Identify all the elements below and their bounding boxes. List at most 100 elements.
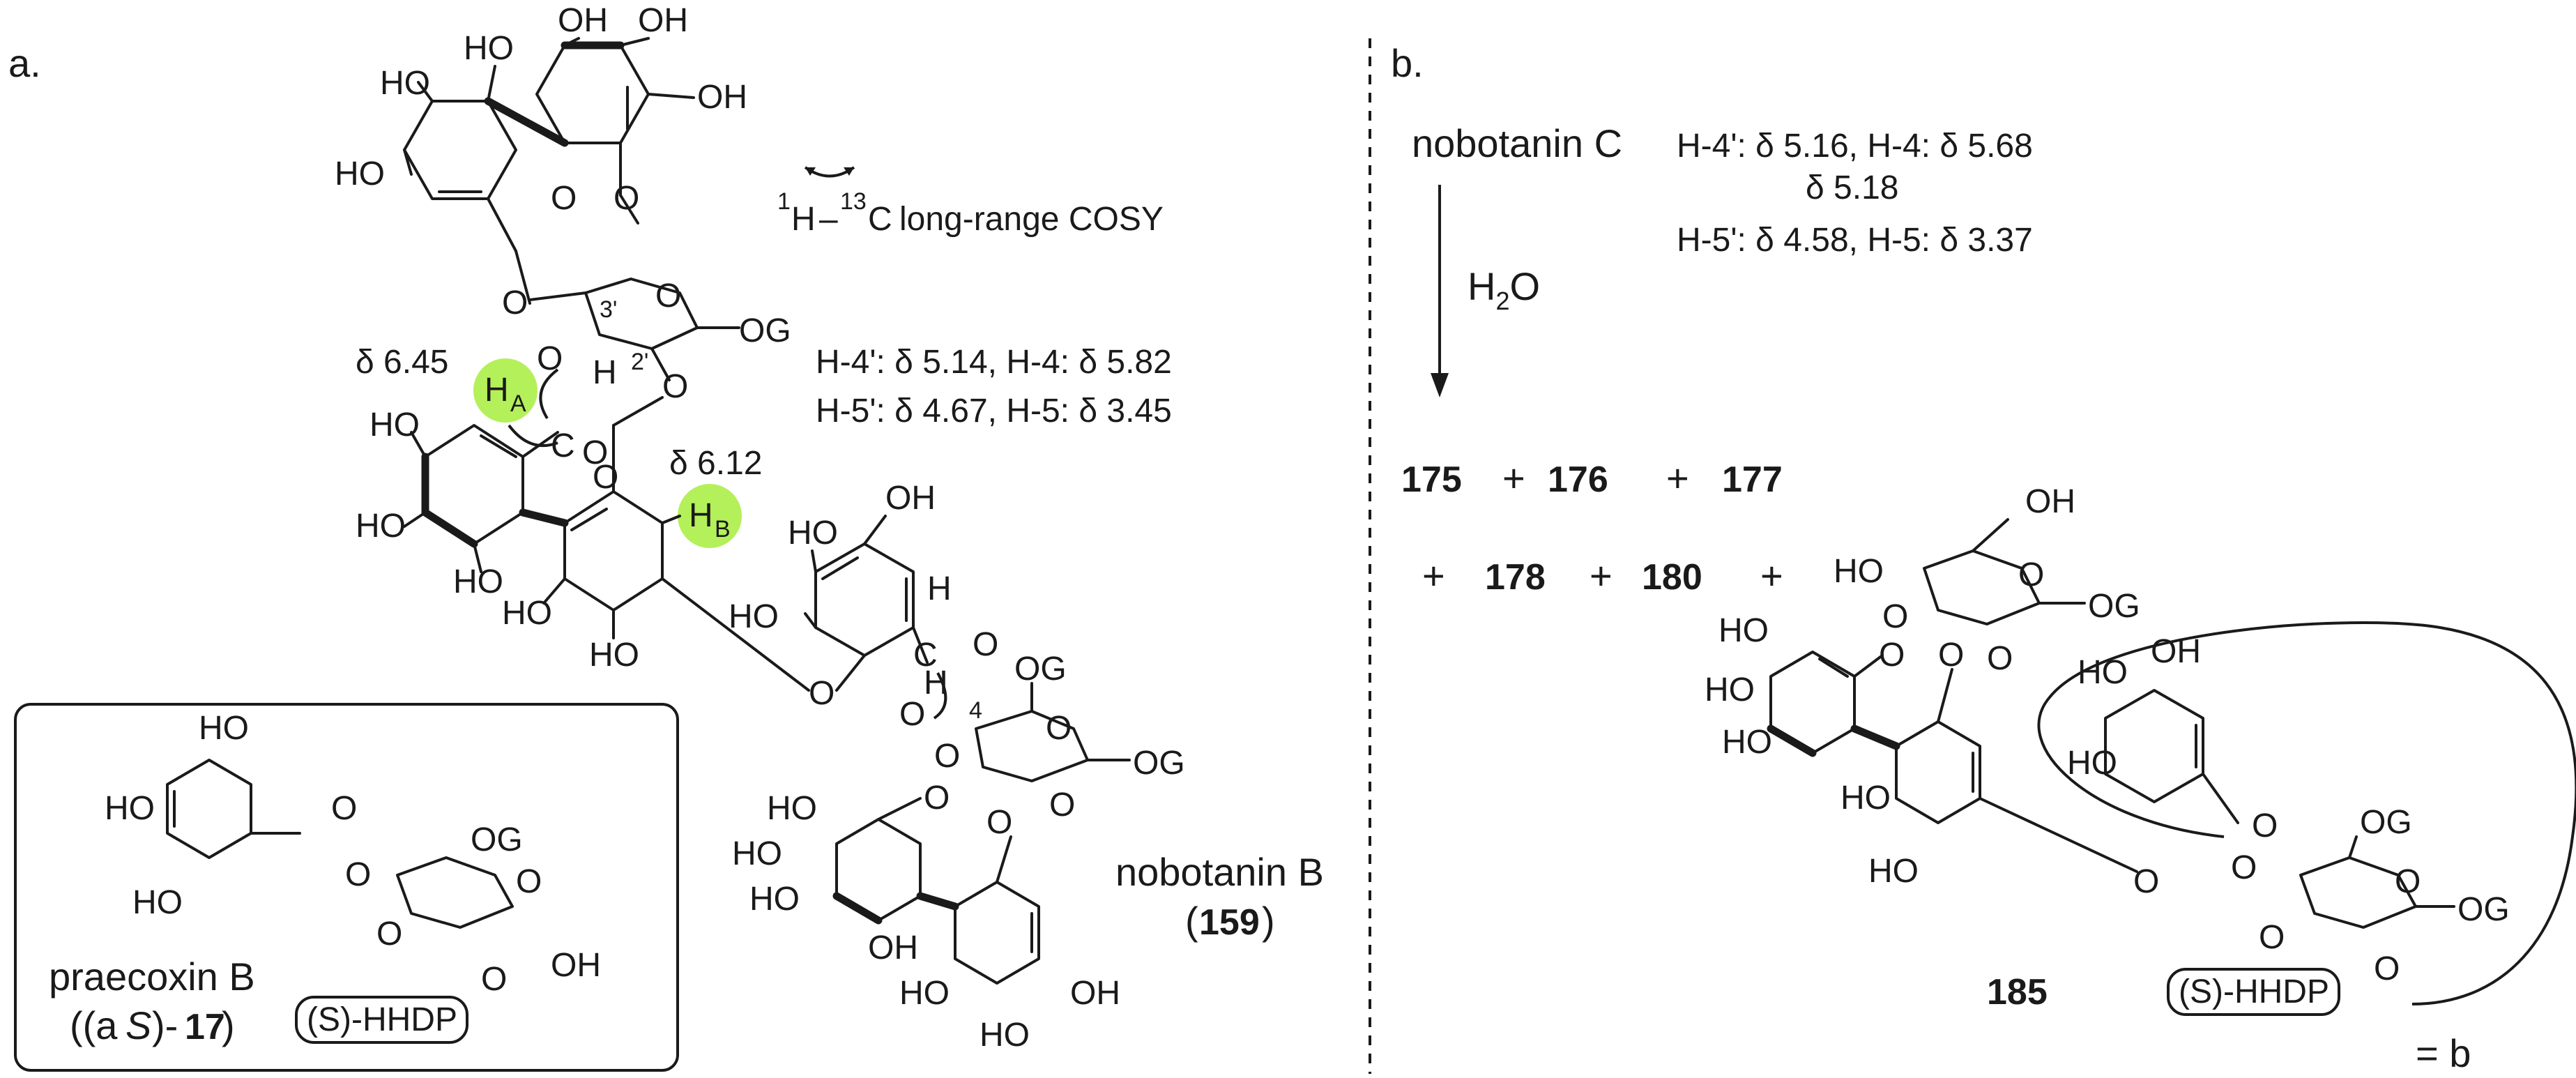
praecoxin-label-suffix: )- [152,1003,178,1047]
c185-oh-1: HO [1718,612,1769,649]
bottom-glucose-o2: O [1049,787,1075,823]
inset-o2: O [481,961,507,998]
nobotanin-b-paren-open: ( [1185,899,1198,943]
top-glucose-og: OG [739,312,791,349]
nobotanin-b-paren-close: ) [1262,899,1275,943]
bot-oh-3: HO [749,881,800,918]
mid-oh-5: HO [589,637,639,674]
hb-highlight: δ 6.12 H B [661,445,762,548]
bot-oh-5: HO [899,975,950,1012]
bot-carbonyl-o2: O [986,804,1012,841]
cosy-legend-text: long-range COSY [899,201,1164,238]
product-177: 177 [1722,460,1783,500]
mid-oh-3: HO [453,563,503,600]
c185-o2-b: O [2374,950,2400,987]
inset-ester-o: O [345,856,371,893]
c185-gallate-carbonyl-o: O [2252,807,2278,844]
c185-ring-o: O [2018,556,2044,593]
plus-5: + [1760,554,1783,598]
label-4: 4 [969,697,982,724]
gallate-oh-1: HO [788,515,838,552]
inset-ho-3: HO [132,884,183,921]
ha-subscript: A [510,390,526,417]
panel-a-nmr-line2: H-5': δ 4.67, H-5: δ 3.45 [816,393,1172,430]
top-oh-3: HO [335,155,385,192]
shift-hb: δ 6.12 [669,445,762,482]
cosy-h: H [791,201,816,238]
cosy-superscript-h: 1 [777,188,791,215]
reaction-arrow [1431,185,1449,397]
b-loop-outline [2037,621,2576,1005]
praecoxin-paren-close: ) [222,1003,235,1047]
top-glucose-h: H [593,354,617,391]
label-3prime: 3' [600,296,617,323]
praecoxin-name: praecoxin B [49,955,255,999]
c185-ho: HO [1834,553,1884,590]
praecoxin-label-s: S [125,1003,151,1047]
top-oh-1: HO [380,65,430,102]
hb-highlight-circle [678,484,742,548]
reagent-h2o: H2O [1468,264,1540,315]
panel-b-label: b. [1391,41,1424,85]
inset-hhdp-box [295,996,468,1044]
top-glucose-o3: O [537,340,563,377]
hb-label: H [689,497,713,534]
bot-carbonyl-o1: O [924,780,950,817]
panel-b-nmr-line1: H-4': δ 5.16, H-4: δ 5.68 [1677,128,2033,165]
nobotanin-b-name: nobotanin B [1115,850,1324,894]
inset-ring-o: O [516,863,542,900]
top-oh-2: HO [464,30,514,67]
praecoxin-number: 17 [185,1007,225,1047]
plus-3: + [1422,554,1445,598]
c185-ether-o: O [2133,863,2159,900]
bot-oh-7: OH [1070,975,1120,1012]
mid-oh-1: HO [369,407,420,443]
top-ester-o: O [613,180,639,217]
bottom-glucose-o4: O [899,696,925,733]
top-glucose-ring-o: O [655,278,681,314]
product-176: 176 [1548,460,1608,500]
ether-o: O [809,675,834,712]
bottom-glucose-ring-o: O [1046,710,1072,747]
product-175: 175 [1401,460,1462,500]
praecoxin-label-prefix: ((a [70,1003,118,1047]
product-180: 180 [1642,557,1702,598]
hb-subscript: B [715,516,731,542]
b-loop-label: = b [2416,1031,2471,1075]
bottom-hhdp-a: HO HO HO OH HO HO OH O O [732,780,1120,1054]
c185-carbonyl-o1: O [1879,637,1905,674]
inset-ho-1: HO [199,710,249,747]
c185-og-side: OG [2360,804,2412,841]
c185-oh-3: HO [1722,724,1772,761]
bot-oh-6: HO [980,1017,1030,1054]
bottom-glucose-a: O OG OG O H 4 O O [899,651,1185,823]
top-oh-5: OH [638,2,688,39]
top-glucose-o4: O [502,284,528,321]
bot-oh-2: HO [732,835,782,872]
top-oh-6: OH [697,79,747,116]
gallate-h: H [927,570,952,607]
ha-label: H [485,372,509,409]
mid-carbonyl-o1: O [582,434,608,471]
c185-gallate-ester-o: O [2231,849,2257,886]
c185-oh-4: HO [1840,780,1891,817]
c185-o3: O [1882,598,1908,635]
product-185-label: 185 [1987,972,2048,1012]
compound-185-structure: OH HO O OG O O HO HO HO HO HO O O O HO O… [1705,483,2576,1016]
cosy-superscript-c: 13 [840,188,867,215]
product-178: 178 [1485,557,1546,598]
bot-oh-4: OH [868,929,918,966]
c185-o3-b: O [2259,919,2285,956]
middle-hhdp-unit: HO HO HO HO HO C O O [356,396,664,674]
plus-4: + [1590,554,1613,598]
panel-b-nmr-line2: H-5': δ 4.58, H-5: δ 3.37 [1677,222,2033,259]
products-row-2: + 178 + 180 + [1422,554,1783,598]
bottom-glucose-og-top: OG [1014,651,1067,688]
c185-og-top: OG [2088,588,2140,625]
inset-hhdp: (S)-HHDP [307,1001,457,1038]
c185-o2: O [1987,640,2013,677]
top-oh-4: OH [558,2,608,39]
bottom-glucose-og: OG [1133,745,1185,782]
cosy-c: C [868,201,892,238]
